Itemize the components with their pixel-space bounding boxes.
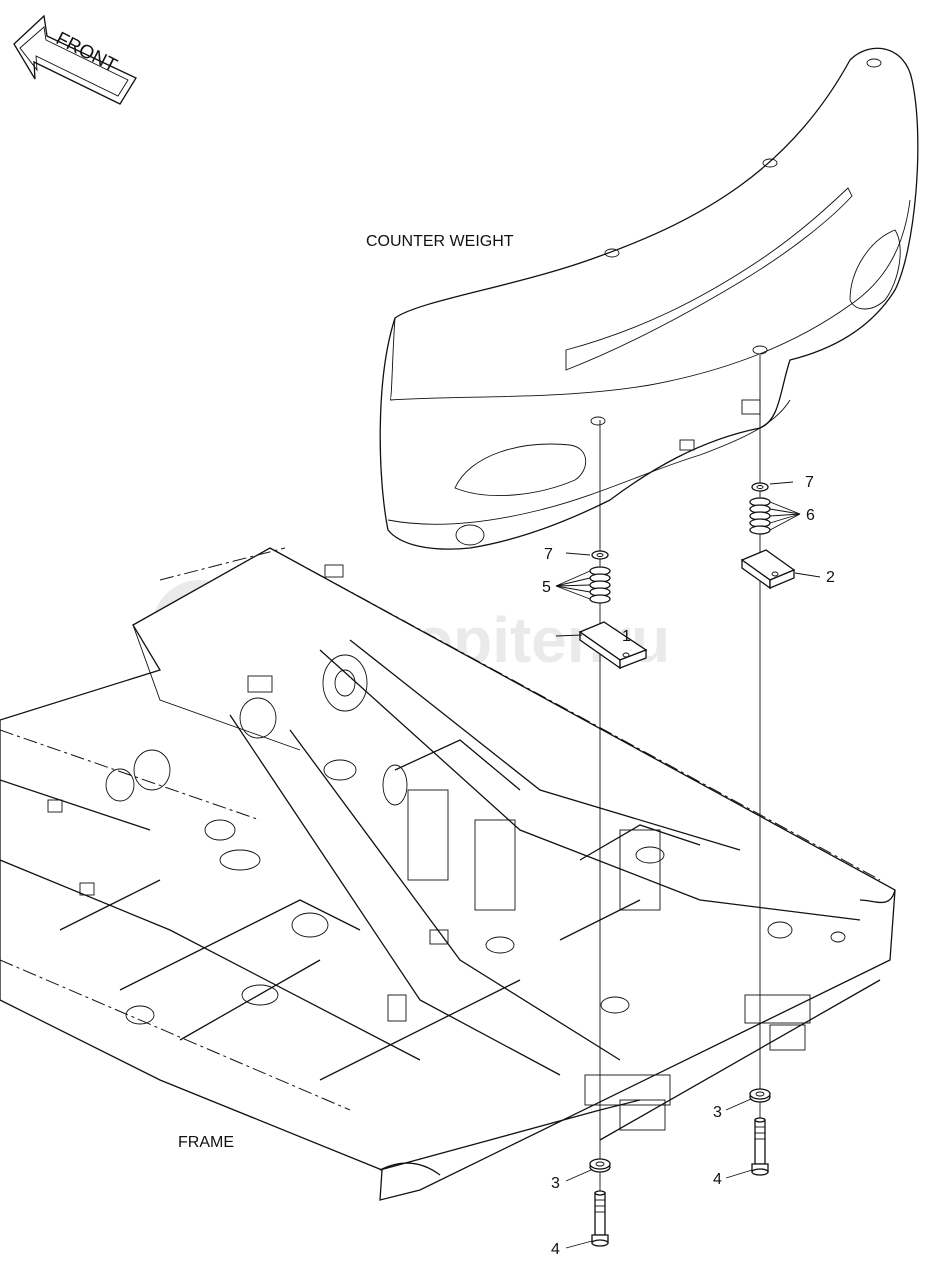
washer-3-left bbox=[589, 1158, 611, 1173]
callout-7-right: 7 bbox=[805, 474, 814, 491]
counterweight-drawing bbox=[379, 47, 919, 550]
callout-4-left: 4 bbox=[551, 1241, 560, 1258]
counterweight-label: COUNTER WEIGHT bbox=[366, 233, 514, 250]
shim-stack-5 bbox=[589, 566, 611, 604]
front-direction-arrow: FRONT bbox=[13, 14, 137, 105]
callout-4-right: 4 bbox=[713, 1171, 722, 1188]
bolt-4-left bbox=[591, 1190, 609, 1247]
left-fastener-assembly bbox=[578, 420, 648, 1247]
callout-2: 2 bbox=[826, 569, 835, 586]
leader-lines bbox=[555, 481, 821, 1249]
callout-6: 6 bbox=[806, 507, 815, 524]
callout-5: 5 bbox=[542, 579, 551, 596]
shim-stack-6 bbox=[749, 497, 771, 535]
plate-1 bbox=[578, 621, 648, 670]
frame-label: FRAME bbox=[178, 1134, 234, 1151]
callouts: 1 2 3 3 4 4 5 6 7 7 bbox=[542, 474, 835, 1258]
callout-3-left: 3 bbox=[551, 1175, 560, 1192]
washer-7-left bbox=[591, 550, 609, 560]
washer-3-right bbox=[749, 1088, 771, 1103]
washer-7-right bbox=[751, 482, 769, 492]
callout-7-left: 7 bbox=[544, 546, 553, 563]
callout-3-right: 3 bbox=[713, 1104, 722, 1121]
plate-2 bbox=[740, 549, 796, 590]
callout-1: 1 bbox=[622, 628, 631, 645]
bolt-4-right bbox=[751, 1117, 769, 1176]
right-fastener-assembly bbox=[740, 355, 796, 1176]
